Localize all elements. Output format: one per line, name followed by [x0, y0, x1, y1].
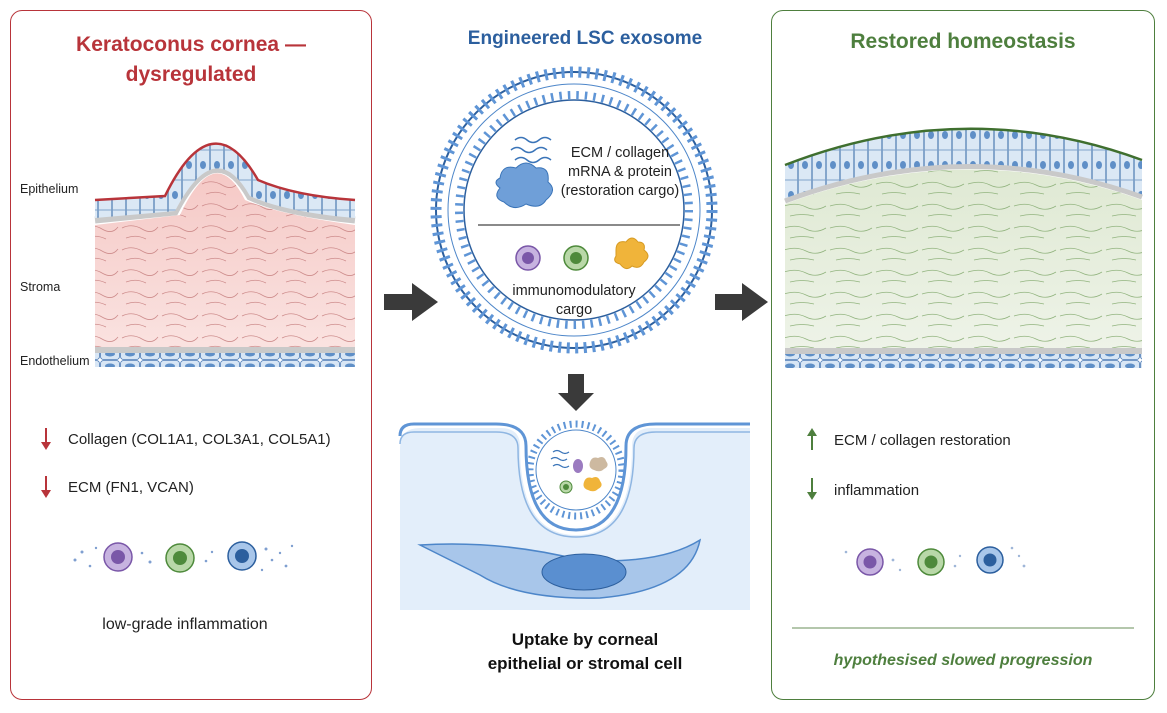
restored-cornea: [784, 127, 1143, 368]
cargo-top-line3: (restoration cargo): [560, 183, 680, 199]
arrow-right-2: [715, 283, 768, 321]
right-item-inflammation: inflammation: [834, 482, 920, 499]
keratoconus-endothelium: [95, 353, 355, 367]
endothelium-label: Endothelium: [20, 354, 90, 368]
cargo-bottom-line2: cargo: [555, 302, 593, 318]
orange-molecule-icon: [614, 237, 649, 270]
left-title-line1: Keratoconus cornea —: [76, 33, 306, 56]
mrna-icon: [510, 136, 552, 164]
right-panel-title: Restored homeostasis: [850, 30, 1076, 53]
cargo-bottom-line1: immunomodulatory: [512, 283, 636, 299]
uptake-caption-line1: Uptake by corneal: [511, 630, 659, 649]
keratoconus-cornea: [94, 142, 356, 367]
uptake-caption-line2: epithelial or stromal cell: [487, 654, 683, 673]
immunomodulatory-cargo-label: immunomodulatory cargo: [494, 282, 654, 320]
cargo-top-line1: ECM / collagen: [570, 145, 670, 161]
arrow-down: [558, 374, 594, 411]
uptake-caption: Uptake by corneal epithelial or stromal …: [400, 628, 770, 676]
left-item-collagen: Collagen (COL1A1, COL3A1, COL5A1): [68, 431, 331, 448]
epithelium-label: Epithelium: [20, 182, 79, 196]
keratoconus-surface-line: [94, 142, 356, 202]
collagen-protein-icon: [495, 162, 553, 208]
keratoconus-panel: [10, 10, 372, 700]
keratoconus-descemet: [95, 347, 355, 353]
restored-endothelium: [785, 354, 1142, 368]
right-indicator-arrows: [807, 428, 817, 500]
right-footer: hypothesised slowed progression: [833, 652, 1093, 669]
restored-bowman-layer: [784, 164, 1143, 204]
left-down-arrows: [41, 428, 51, 498]
left-title-line2: dysregulated: [125, 63, 257, 86]
restoration-cargo-label: ECM / collagen mRNA & protein (restorati…: [540, 144, 700, 201]
engineered-exosome: [430, 66, 718, 354]
restored-stroma-fibers: [785, 169, 1142, 350]
uptake-diagram: [398, 420, 750, 610]
keratoconus-stroma-fibers: [95, 173, 355, 352]
left-panel-title: Keratoconus cornea — dysregulated: [10, 30, 372, 90]
right-item-ecm: ECM / collagen restoration: [834, 432, 1011, 449]
left-item-ecm: ECM (FN1, VCAN): [68, 479, 194, 496]
cargo-top-line2: mRNA & protein: [568, 164, 672, 180]
left-immune-cells: [73, 541, 294, 573]
restored-panel: [771, 10, 1155, 700]
stroma-label: Stroma: [20, 280, 61, 294]
center-panel-title: Engineered LSC exosome: [467, 28, 703, 49]
keratoconus-epithelium: [95, 143, 355, 218]
cell-nucleus: [541, 553, 627, 591]
arrow-right-1: [384, 283, 438, 321]
keratoconus-bowman-layer: [94, 165, 356, 224]
right-immune-cells: [844, 546, 1026, 576]
restored-surface-line: [784, 127, 1143, 167]
left-caption: low-grade inflammation: [102, 616, 268, 633]
cell-membrane: [398, 422, 750, 532]
restored-descemet: [785, 348, 1142, 354]
